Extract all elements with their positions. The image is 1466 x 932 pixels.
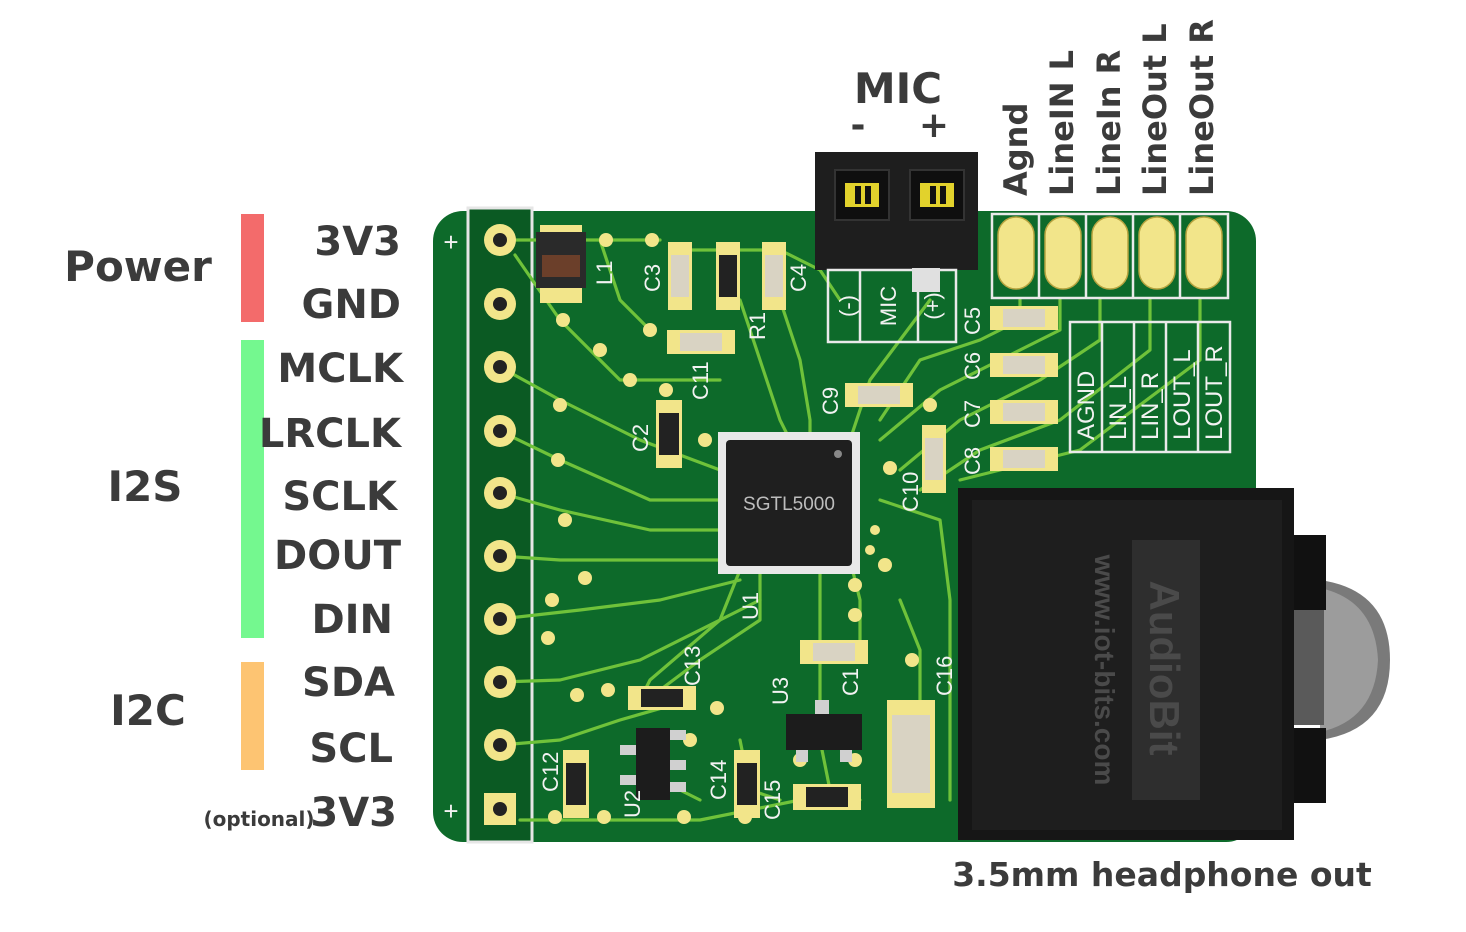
pin-label-dout: DOUT <box>274 533 402 579</box>
pin-label-3v3: 3V3 <box>314 219 401 265</box>
mic-plus-label: + <box>919 105 949 146</box>
lineout-r-pad[interactable] <box>1185 216 1223 290</box>
svg-text:C15: C15 <box>760 780 785 820</box>
pin-label-3v3-optional: 3V3 <box>310 790 397 836</box>
plus-mark-bottom: + <box>443 796 458 826</box>
power-group-bar <box>241 214 264 322</box>
svg-text:U1: U1 <box>738 592 763 620</box>
pin-label-scl: SCL <box>309 726 393 772</box>
pcb: + + <box>433 19 1256 844</box>
svg-text:C7: C7 <box>960 400 985 428</box>
header-strip <box>466 206 534 844</box>
pin-label-mclk: MCLK <box>277 346 405 392</box>
svg-text:C6: C6 <box>960 352 985 380</box>
sgtl5000-chip <box>718 432 860 574</box>
top-label-lineout-l: LineOut L <box>1136 23 1174 196</box>
i2s-group-bar <box>241 340 264 638</box>
silk-agnd: AGND <box>1073 371 1100 440</box>
linein-r-pad[interactable] <box>1091 216 1129 290</box>
svg-text:C12: C12 <box>538 752 563 792</box>
silk-lin-r: LIN_R <box>1137 372 1164 440</box>
svg-text:C11: C11 <box>688 361 713 400</box>
plus-mark-top: + <box>443 227 458 257</box>
silk-lin-l: LIN_L <box>1105 376 1132 440</box>
svg-text:U2: U2 <box>620 790 645 818</box>
pin-label-lrclk: LRCLK <box>259 411 403 457</box>
component-labels: L1 C3 R1 C4 C5 C6 C7 C8 C11 C9 C2 C10 U1… <box>538 261 985 820</box>
silk-mic-plus: (+) <box>920 292 945 320</box>
svg-text:C9: C9 <box>818 387 843 415</box>
linein-l-pad[interactable] <box>1044 216 1082 290</box>
svg-text:C14: C14 <box>706 760 731 800</box>
header-pins <box>484 224 516 825</box>
pin-label-din: DIN <box>311 597 393 643</box>
pin-label-sclk: SCLK <box>282 474 399 520</box>
mic-minus-label: - <box>851 105 866 146</box>
svg-text:R1: R1 <box>745 312 770 340</box>
silk-lout-l: LOUT_L <box>1169 349 1196 440</box>
silk-mic: MIC <box>876 286 901 326</box>
svg-text:C16: C16 <box>932 656 957 696</box>
svg-text:C2: C2 <box>628 424 653 452</box>
pin-label-sda: SDA <box>302 660 395 706</box>
jack-caption: 3.5mm headphone out <box>952 855 1372 894</box>
legend: Power I2S I2C 3V3 GND MCLK LRCLK SCLK DO… <box>64 214 405 836</box>
jack-brand: AudioBit <box>1141 581 1188 756</box>
svg-text:C1: C1 <box>838 668 863 696</box>
headphone-jack <box>958 488 1390 840</box>
line-pads <box>990 212 1232 454</box>
svg-text:C3: C3 <box>640 264 665 292</box>
jack-url: www.iot-bits.com <box>1089 554 1120 786</box>
agnd-pad[interactable] <box>997 216 1035 290</box>
chip-label: SGTL5000 <box>743 494 835 515</box>
svg-text:C13: C13 <box>680 646 705 686</box>
top-label-lineout-r: LineOut R <box>1183 19 1221 196</box>
i2c-group-bar <box>241 662 264 770</box>
svg-text:C5: C5 <box>960 307 985 335</box>
svg-text:U3: U3 <box>768 677 793 705</box>
svg-text:C8: C8 <box>960 447 985 475</box>
top-label-linein-l: LineIN L <box>1043 50 1081 196</box>
i2c-group-label: I2C <box>110 686 186 735</box>
i2s-group-label: I2S <box>107 462 182 511</box>
top-label-agnd: Agnd <box>997 103 1035 196</box>
mic-title: MIC <box>854 64 942 113</box>
svg-text:C10: C10 <box>898 472 923 512</box>
smd-components <box>536 225 1058 818</box>
svg-text:L1: L1 <box>592 261 617 285</box>
pin-label-gnd: GND <box>301 282 401 328</box>
mic-connector <box>815 152 978 344</box>
optional-note: (optional) <box>203 807 314 831</box>
top-label-linein-r: LineIn R <box>1090 50 1128 196</box>
power-group-label: Power <box>64 242 212 291</box>
silk-mic-minus: (-) <box>835 295 860 317</box>
silk-lout-r: LOUT_R <box>1201 345 1228 440</box>
lineout-l-pad[interactable] <box>1138 216 1176 290</box>
svg-text:C4: C4 <box>786 264 811 292</box>
